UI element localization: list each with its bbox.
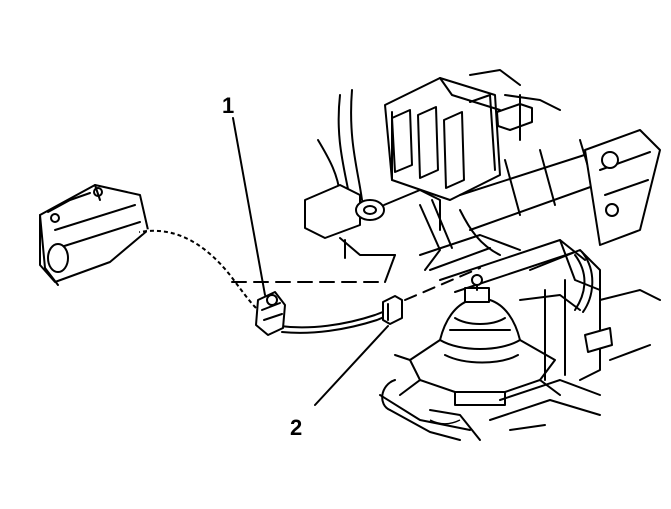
harness-clip xyxy=(255,291,286,336)
sensor-bracket xyxy=(39,184,149,286)
callout-leaders xyxy=(232,117,389,406)
engine-mount xyxy=(394,274,561,406)
callout-2: 2 xyxy=(290,415,302,440)
connector-plug xyxy=(382,295,403,325)
leader-dashes xyxy=(231,254,481,301)
engine-assembly xyxy=(304,69,661,441)
callout-1: 1 xyxy=(222,93,234,118)
